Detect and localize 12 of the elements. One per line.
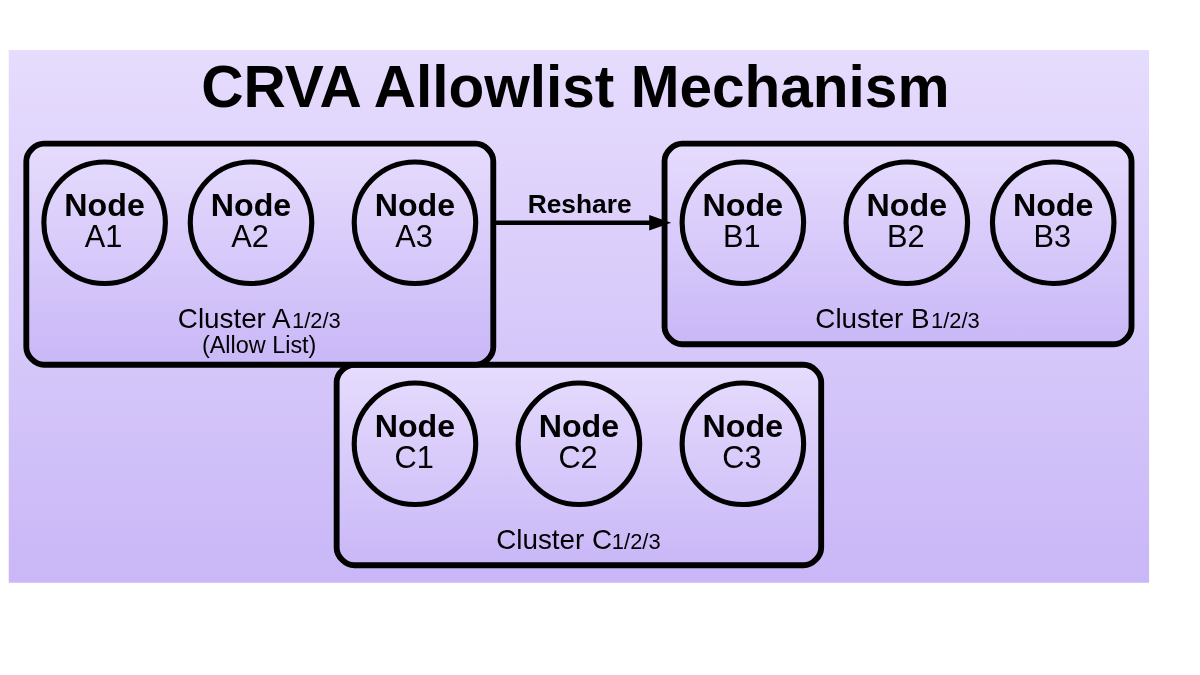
edge-label: Reshare <box>527 189 632 220</box>
node-circle: Node C3 <box>679 380 807 508</box>
node-circle: Node B1 <box>679 159 807 287</box>
arrow <box>493 215 672 231</box>
node-circle: Node A2 <box>187 159 315 287</box>
node-circle: Node C2 <box>515 380 643 508</box>
node-circle: Node B3 <box>989 159 1117 287</box>
node-circle: Node A1 <box>41 159 168 287</box>
node-circle: Node B2 <box>843 159 971 287</box>
diagram-title: CRVA Allowlist Mechanism <box>201 54 950 120</box>
node-circle: Node C1 <box>351 380 479 508</box>
node-circle: Node A3 <box>351 159 479 287</box>
